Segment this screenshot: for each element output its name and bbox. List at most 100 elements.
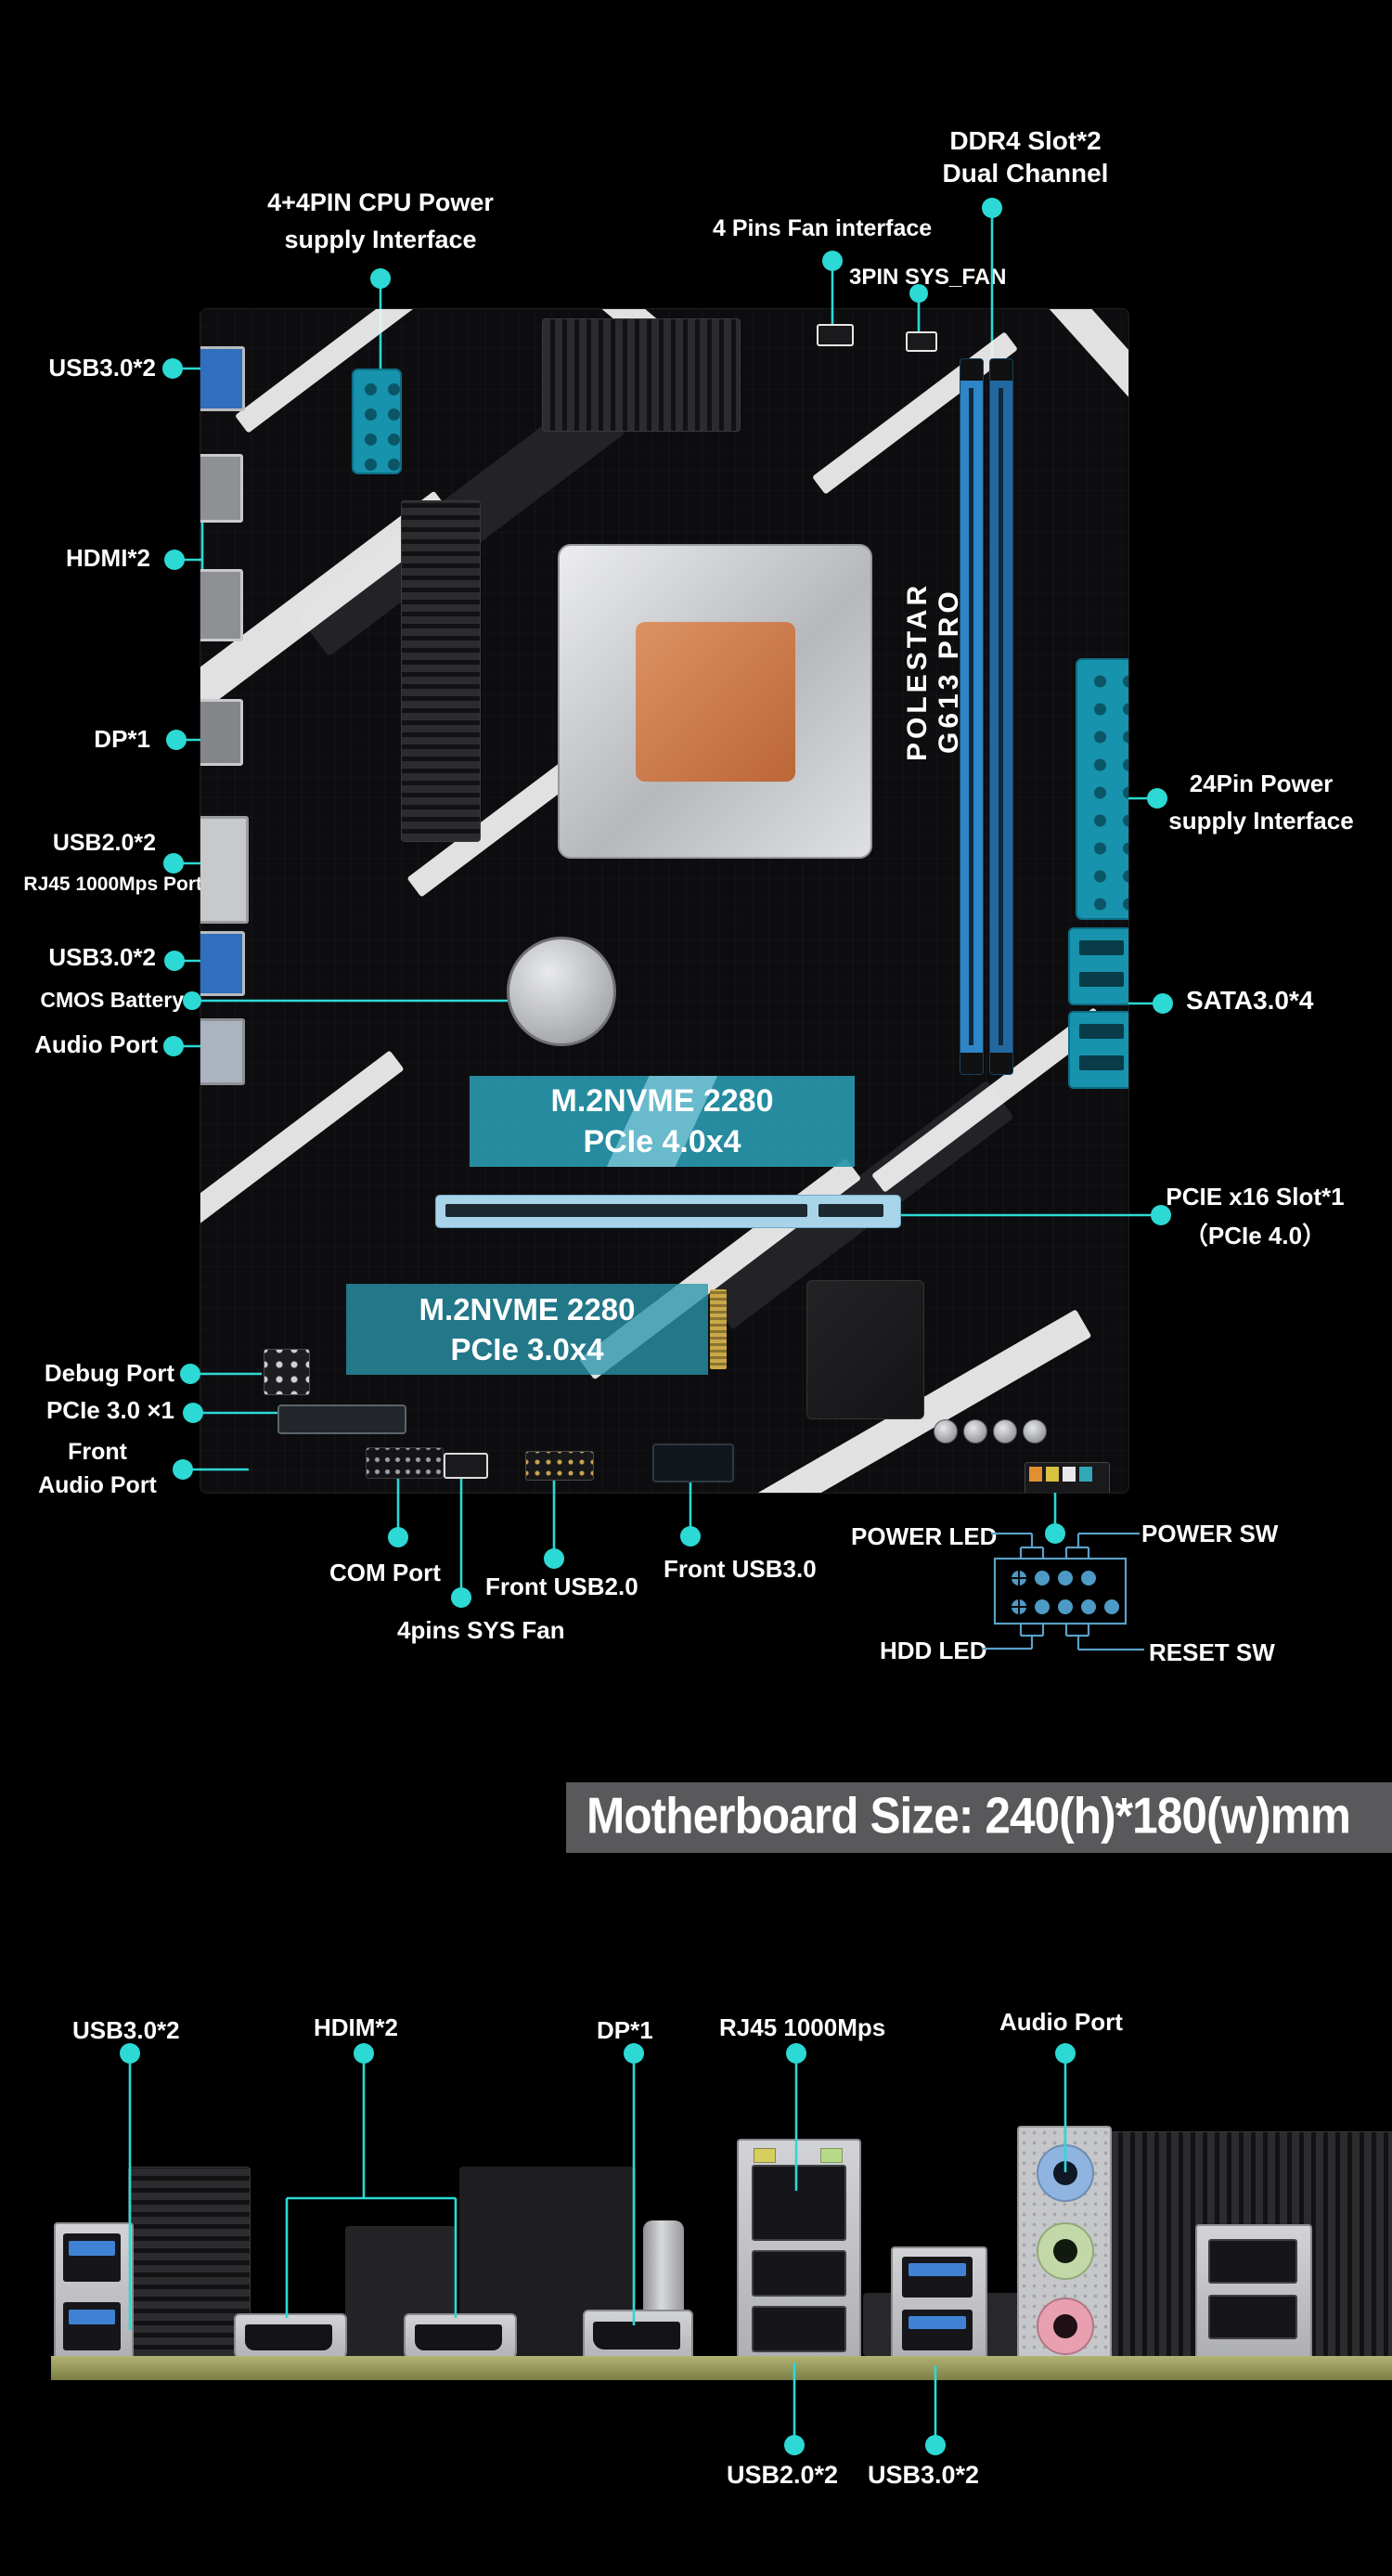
io-silver-stack <box>1195 2224 1312 2360</box>
m2-pcie4-line2: PCIe 4.0x4 <box>583 1124 741 1159</box>
callout-sysfan3-label: 3PIN SYS_FAN <box>849 265 1007 290</box>
fp-bracket-power-led <box>991 1532 1045 1559</box>
io-usb3-port <box>63 2233 121 2282</box>
fp-pin <box>1079 1467 1092 1482</box>
io-heatsink-left <box>128 2167 251 2358</box>
ddr4-slot-channel <box>999 387 1003 1046</box>
callout-audio-label: Audio Port <box>34 1030 158 1058</box>
callout-ddr4-label: DDR4 Slot*2 Dual Channel <box>891 124 1160 189</box>
callout-hdd-led-label: HDD LED <box>880 1637 987 1664</box>
callout-usb2-label: USB2.0*2 <box>52 830 156 856</box>
cpu-socket <box>558 544 872 859</box>
io-usb3-top-label: USB3.0*2 <box>72 2016 180 2044</box>
callout-pcie16-label: PCIE x16 Slot*1 （PCIe 4.0） <box>1155 1177 1355 1255</box>
callout-sysfan4-label: 4pins SYS Fan <box>397 1616 565 1644</box>
callout-hdmi-label: HDMI*2 <box>65 544 150 572</box>
ddr4-slot-channel <box>969 387 973 1046</box>
fp-pin <box>1046 1467 1059 1482</box>
pcie-x16-channel <box>445 1204 807 1217</box>
dp-port <box>200 699 243 766</box>
fp-bracket-power-sw <box>1064 1532 1140 1559</box>
rj45-jack <box>752 2165 846 2241</box>
callout-reset-sw-label: RESET SW <box>1149 1638 1275 1666</box>
vrm-heatsink-top <box>542 318 741 432</box>
io-usb3-port <box>902 2310 973 2350</box>
m2-pcie4-line1: M.2NVME 2280 <box>550 1083 774 1119</box>
fp-pin <box>1063 1467 1076 1482</box>
front-panel-header-diagram <box>983 1532 1144 1651</box>
io-usb3-port <box>63 2302 121 2350</box>
callout-dp-label: DP*1 <box>94 725 150 753</box>
callout-sata-label: SATA3.0*4 <box>1186 986 1314 1015</box>
audio-jack-hole <box>1053 2314 1077 2338</box>
usb3-ports-rear <box>200 346 245 411</box>
callout-pcie16-line2: （PCIe 4.0） <box>1183 1222 1327 1249</box>
usb3-ports-rear-2 <box>200 931 245 996</box>
usb3-tongue <box>909 2316 966 2329</box>
front-usb2-header <box>525 1451 594 1481</box>
front-usb3-header <box>652 1443 734 1482</box>
motherboard-photo: POLESTAR G613 PRO M.2NVME 2280 PCIe 4.0x… <box>200 308 1129 1494</box>
fan-header-4pin <box>817 324 854 346</box>
debug-port <box>264 1349 310 1395</box>
callout-cpu-power-line2: supply Interface <box>284 226 477 253</box>
m2-connector-fingers <box>710 1289 727 1369</box>
callout-usb3-top-label: USB3.0*2 <box>48 354 156 382</box>
callout-debug-label: Debug Port <box>44 1359 174 1387</box>
callout-front-audio-line2: Audio Port <box>38 1472 157 1498</box>
io-panel-pcb-edge <box>51 2356 1392 2380</box>
fp-bracket-reset-sw <box>1064 1624 1144 1651</box>
rj45-led-left <box>754 2148 776 2163</box>
audio-jack-hole <box>1053 2161 1077 2185</box>
sata-ports-1 <box>1068 927 1128 1005</box>
cmos-battery <box>507 937 616 1046</box>
callout-power-sw-label: POWER SW <box>1141 1520 1279 1547</box>
rj45-led-right <box>820 2148 843 2163</box>
io-slot <box>1208 2295 1297 2339</box>
callout-front-audio-label: Front Audio Port <box>19 1435 176 1502</box>
dp-slot <box>593 2322 680 2349</box>
io-slot <box>1208 2239 1297 2284</box>
usb3-tongue <box>69 2241 115 2256</box>
usb2-rj45-block <box>200 816 249 924</box>
sys-fan-4pin-header <box>444 1453 488 1479</box>
capacitor <box>963 1419 987 1443</box>
callout-pcie16-line1: PCIE x16 Slot*1 <box>1166 1183 1345 1210</box>
io-audio-tower <box>1017 2126 1112 2365</box>
pcie-x16-channel-end <box>818 1204 883 1217</box>
com-port-header <box>366 1447 444 1479</box>
chipset-heatsink <box>806 1280 924 1419</box>
io-usb3-stack <box>54 2222 134 2365</box>
callout-ddr4-line2: Dual Channel <box>942 159 1109 188</box>
callout-cpu-power-label: 4+4PIN CPU Power supply Interface <box>241 184 520 258</box>
hdmi-port-1 <box>200 454 243 523</box>
io-usb3-port <box>902 2257 973 2298</box>
m2-slot-pcie3: M.2NVME 2280 PCIe 3.0x4 <box>346 1284 708 1375</box>
capacitor <box>993 1419 1017 1443</box>
audio-jack-line-out <box>1037 2222 1094 2280</box>
callout-front-usb2-label: Front USB2.0 <box>485 1573 638 1600</box>
capacitor <box>1023 1419 1047 1443</box>
callout-atx24-line2: supply Interface <box>1168 807 1354 835</box>
cpu-power-connector <box>352 369 402 474</box>
io-usb2-bottom-label: USB2.0*2 <box>727 2461 839 2489</box>
m2-pcie3-line2: PCIe 3.0x4 <box>450 1332 604 1366</box>
audio-jack-mic <box>1037 2298 1094 2355</box>
fp-bracket-hdd-led <box>983 1624 1045 1650</box>
front-panel-header-pins <box>1012 1571 1119 1614</box>
usb3-tongue <box>909 2263 966 2276</box>
m2-pcie3-line1: M.2NVME 2280 <box>419 1292 636 1327</box>
vrm-heatsink-left <box>401 500 481 842</box>
audio-jack-line-in <box>1037 2144 1094 2202</box>
hdmi-slot <box>415 2324 502 2350</box>
cpu-die <box>635 621 795 782</box>
callout-front-usb3-label: Front USB3.0 <box>664 1555 817 1583</box>
callout-pcie1-label: PCIe 3.0 ×1 <box>45 1396 174 1424</box>
io-hdmi-label: HDIM*2 <box>314 2013 399 2041</box>
io-rj45-usb2-tower <box>737 2139 861 2365</box>
callout-front-audio-line1: Front <box>68 1439 127 1465</box>
ddr4-slot-2 <box>989 358 1013 1075</box>
sata-slot <box>1079 1024 1124 1039</box>
board-model-text: POLESTAR G613 PRO <box>902 581 964 761</box>
